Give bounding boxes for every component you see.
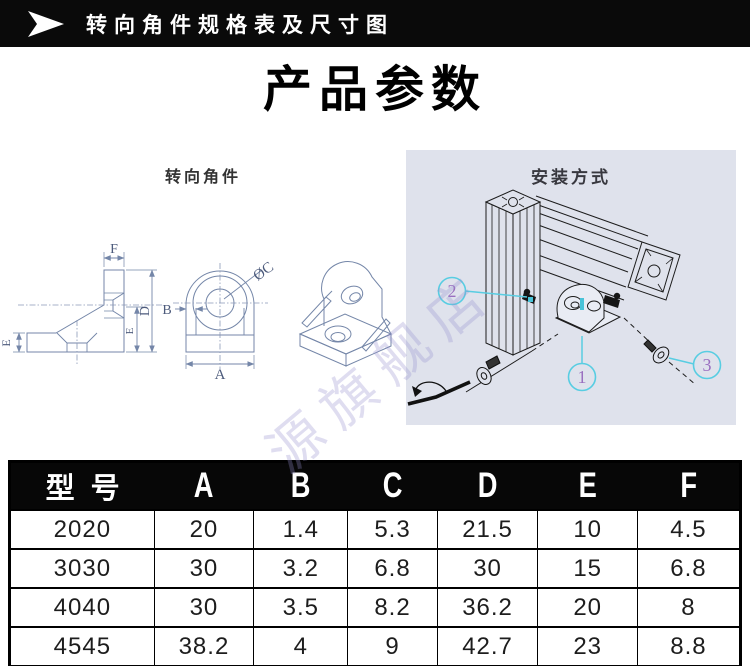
header-e: E	[537, 461, 638, 510]
table-row: 4545 38.2 4 9 42.7 23 8.8	[9, 626, 741, 666]
table-cell: 4545	[9, 626, 155, 666]
banner-arrow-icon	[28, 10, 64, 37]
assembly-diagram: 2 1 3	[407, 189, 722, 406]
vertical-extrusion	[484, 189, 542, 356]
dim-label-e-left: E	[0, 339, 13, 346]
callout-leaders	[464, 290, 695, 365]
table-cell: 3.2	[253, 548, 348, 588]
table-cell: 10	[537, 509, 638, 549]
callout-1: 1	[567, 362, 597, 392]
svg-text:1: 1	[578, 367, 587, 387]
table-row: 3030 30 3.2 6.8 30 15 6.8	[9, 548, 741, 588]
table-row: 2020 20 1.4 5.3 21.5 10 4.5	[9, 509, 741, 549]
svg-text:2: 2	[448, 281, 457, 301]
page-title: 产品参数	[262, 62, 487, 117]
table-header-row: 型号 A B C D E F	[9, 461, 741, 510]
header-c-label: C	[382, 466, 403, 505]
front-view-drawing	[173, 263, 268, 369]
table-cell: 8.8	[636, 626, 741, 666]
horizontal-extrusion	[529, 195, 681, 301]
table-cell: 6.8	[636, 548, 741, 588]
header-f: F	[637, 461, 741, 510]
banner-title: 转向角件规格表及尺寸图	[86, 12, 394, 37]
dim-label-f: F	[110, 242, 118, 257]
table-cell: 38.2	[153, 626, 254, 666]
dimension-drawings: F D E E B A ØC	[0, 242, 393, 383]
header-a: A	[154, 461, 254, 510]
table-row: 4040 30 3.5 8.2 36.2 20 8	[9, 587, 741, 627]
side-view-drawing	[13, 252, 162, 365]
table-cell: 30	[153, 587, 254, 627]
header-f-label: F	[679, 466, 697, 505]
screw-left	[476, 355, 501, 385]
left-drawing-title: 转向角件	[164, 169, 241, 186]
iso-view-drawing	[298, 261, 393, 367]
dim-label-d: D	[138, 306, 153, 316]
callout-2: 2	[437, 276, 467, 306]
table-cell: 30	[436, 548, 538, 588]
axis-lines	[465, 317, 697, 393]
table-cell: 4.5	[636, 509, 741, 549]
header-d-label: D	[477, 466, 498, 505]
header-e-label: E	[578, 466, 597, 505]
table-cell: 4	[253, 626, 348, 666]
dim-label-c: ØC	[251, 259, 277, 284]
table-cell: 23	[537, 626, 638, 666]
table-cell: 30	[153, 548, 254, 588]
install-panel: 2 1 3 安装方式	[406, 150, 736, 425]
table-cell: 1.4	[253, 509, 348, 549]
table-cell: 8	[636, 587, 741, 627]
t-nut-right	[603, 292, 621, 308]
t-nut-left	[522, 288, 536, 304]
table-cell: 3.5	[253, 587, 348, 627]
table-cell: 5.3	[347, 509, 438, 549]
table-cell: 36.2	[436, 587, 538, 627]
table-cell: 20	[153, 509, 254, 549]
table-cell: 3030	[9, 548, 155, 588]
banner: 转向角件规格表及尺寸图	[0, 0, 750, 47]
table-cell: 15	[537, 548, 638, 588]
table-cell: 9	[347, 626, 438, 666]
header-d: D	[437, 461, 538, 510]
table-cell: 6.8	[347, 548, 438, 588]
table-cell: 2020	[9, 509, 155, 549]
svg-text:3: 3	[703, 355, 712, 375]
spec-table: 型号 A B C D E F 2020 20 1.4 5.3 21.5 10 4…	[8, 460, 742, 666]
screw-right	[643, 339, 670, 364]
header-a-label: A	[194, 466, 214, 505]
table-cell: 8.2	[347, 587, 438, 627]
dim-label-b: B	[162, 303, 171, 318]
dim-label-e-inner: E	[124, 327, 136, 334]
callout-3: 3	[692, 350, 722, 380]
hex-key	[407, 380, 471, 406]
header-b: B	[253, 461, 348, 510]
dim-label-a: A	[215, 367, 226, 383]
table-cell: 42.7	[436, 626, 538, 666]
table-cell: 20	[537, 587, 638, 627]
header-model: 型号	[9, 461, 155, 510]
header-b-label: B	[290, 466, 311, 505]
table-cell: 4040	[9, 587, 155, 627]
corner-bracket	[554, 283, 622, 334]
header-c: C	[347, 461, 438, 510]
install-title: 安装方式	[531, 168, 611, 187]
table-cell: 21.5	[436, 509, 538, 549]
